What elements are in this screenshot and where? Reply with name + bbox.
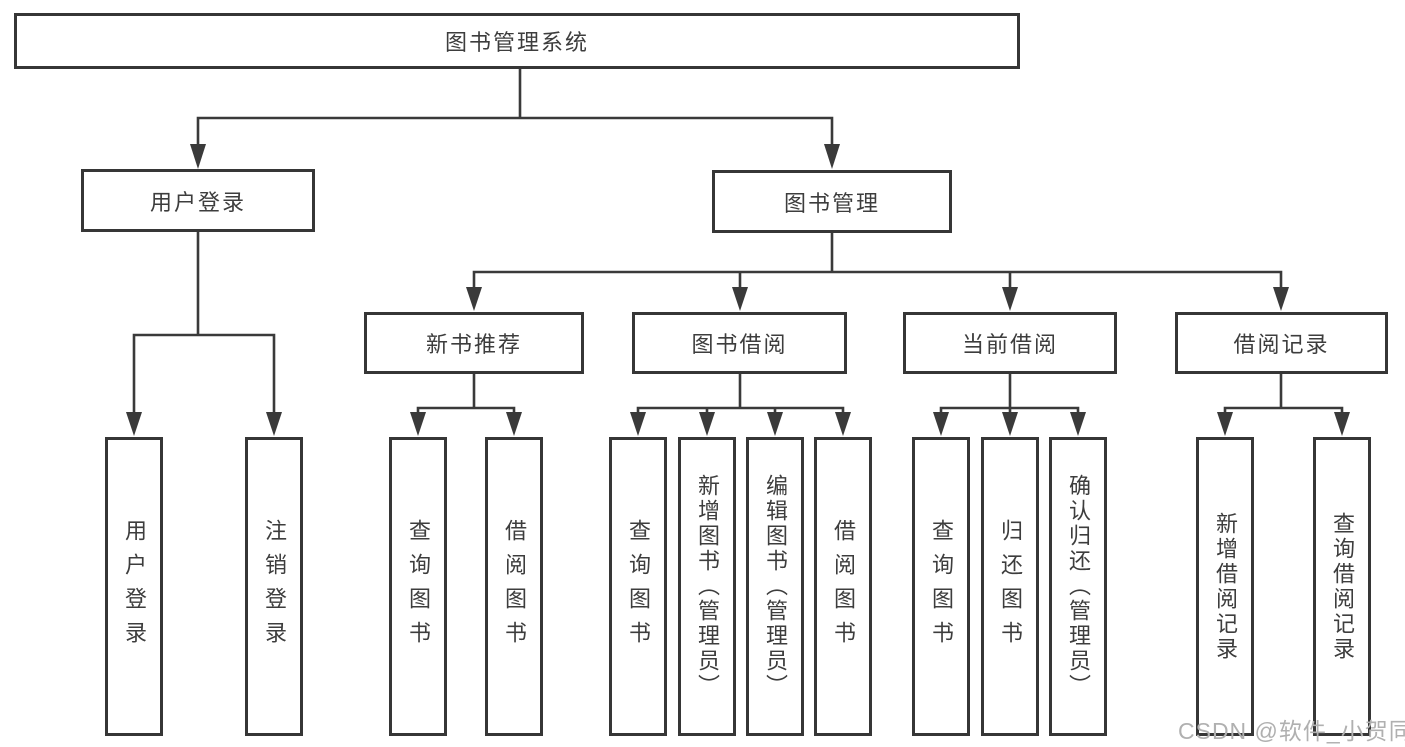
leaf-query-books-recommend: 查询图书	[389, 437, 447, 736]
node-user-login: 用户登录	[81, 169, 315, 232]
leaf-add-borrow-record: 新增借阅记录	[1196, 437, 1254, 736]
watermark: CSDN @软件_小贺同学	[1178, 718, 1405, 744]
leaf-confirm-return-admin: 确认归还（管理员）	[1049, 437, 1107, 736]
leaf-query-books-current: 查询图书	[912, 437, 970, 736]
leaf-query-books-borrow: 查询图书	[609, 437, 667, 736]
node-current-borrow: 当前借阅	[903, 312, 1117, 374]
leaf-user-login: 用户登录	[105, 437, 163, 736]
leaf-borrow-books: 借阅图书	[814, 437, 872, 736]
leaf-query-borrow-record: 查询借阅记录	[1313, 437, 1371, 736]
node-root-system: 图书管理系统	[14, 13, 1020, 69]
leaf-borrow-books-recommend: 借阅图书	[485, 437, 543, 736]
node-book-borrow: 图书借阅	[632, 312, 847, 374]
node-new-book-recommend: 新书推荐	[364, 312, 584, 374]
node-book-management: 图书管理	[712, 170, 952, 233]
leaf-return-books: 归还图书	[981, 437, 1039, 736]
leaf-edit-books-admin: 编辑图书（管理员）	[746, 437, 804, 736]
node-borrow-records: 借阅记录	[1175, 312, 1388, 374]
leaf-logout: 注销登录	[245, 437, 303, 736]
leaf-add-books-admin: 新增图书（管理员）	[678, 437, 736, 736]
